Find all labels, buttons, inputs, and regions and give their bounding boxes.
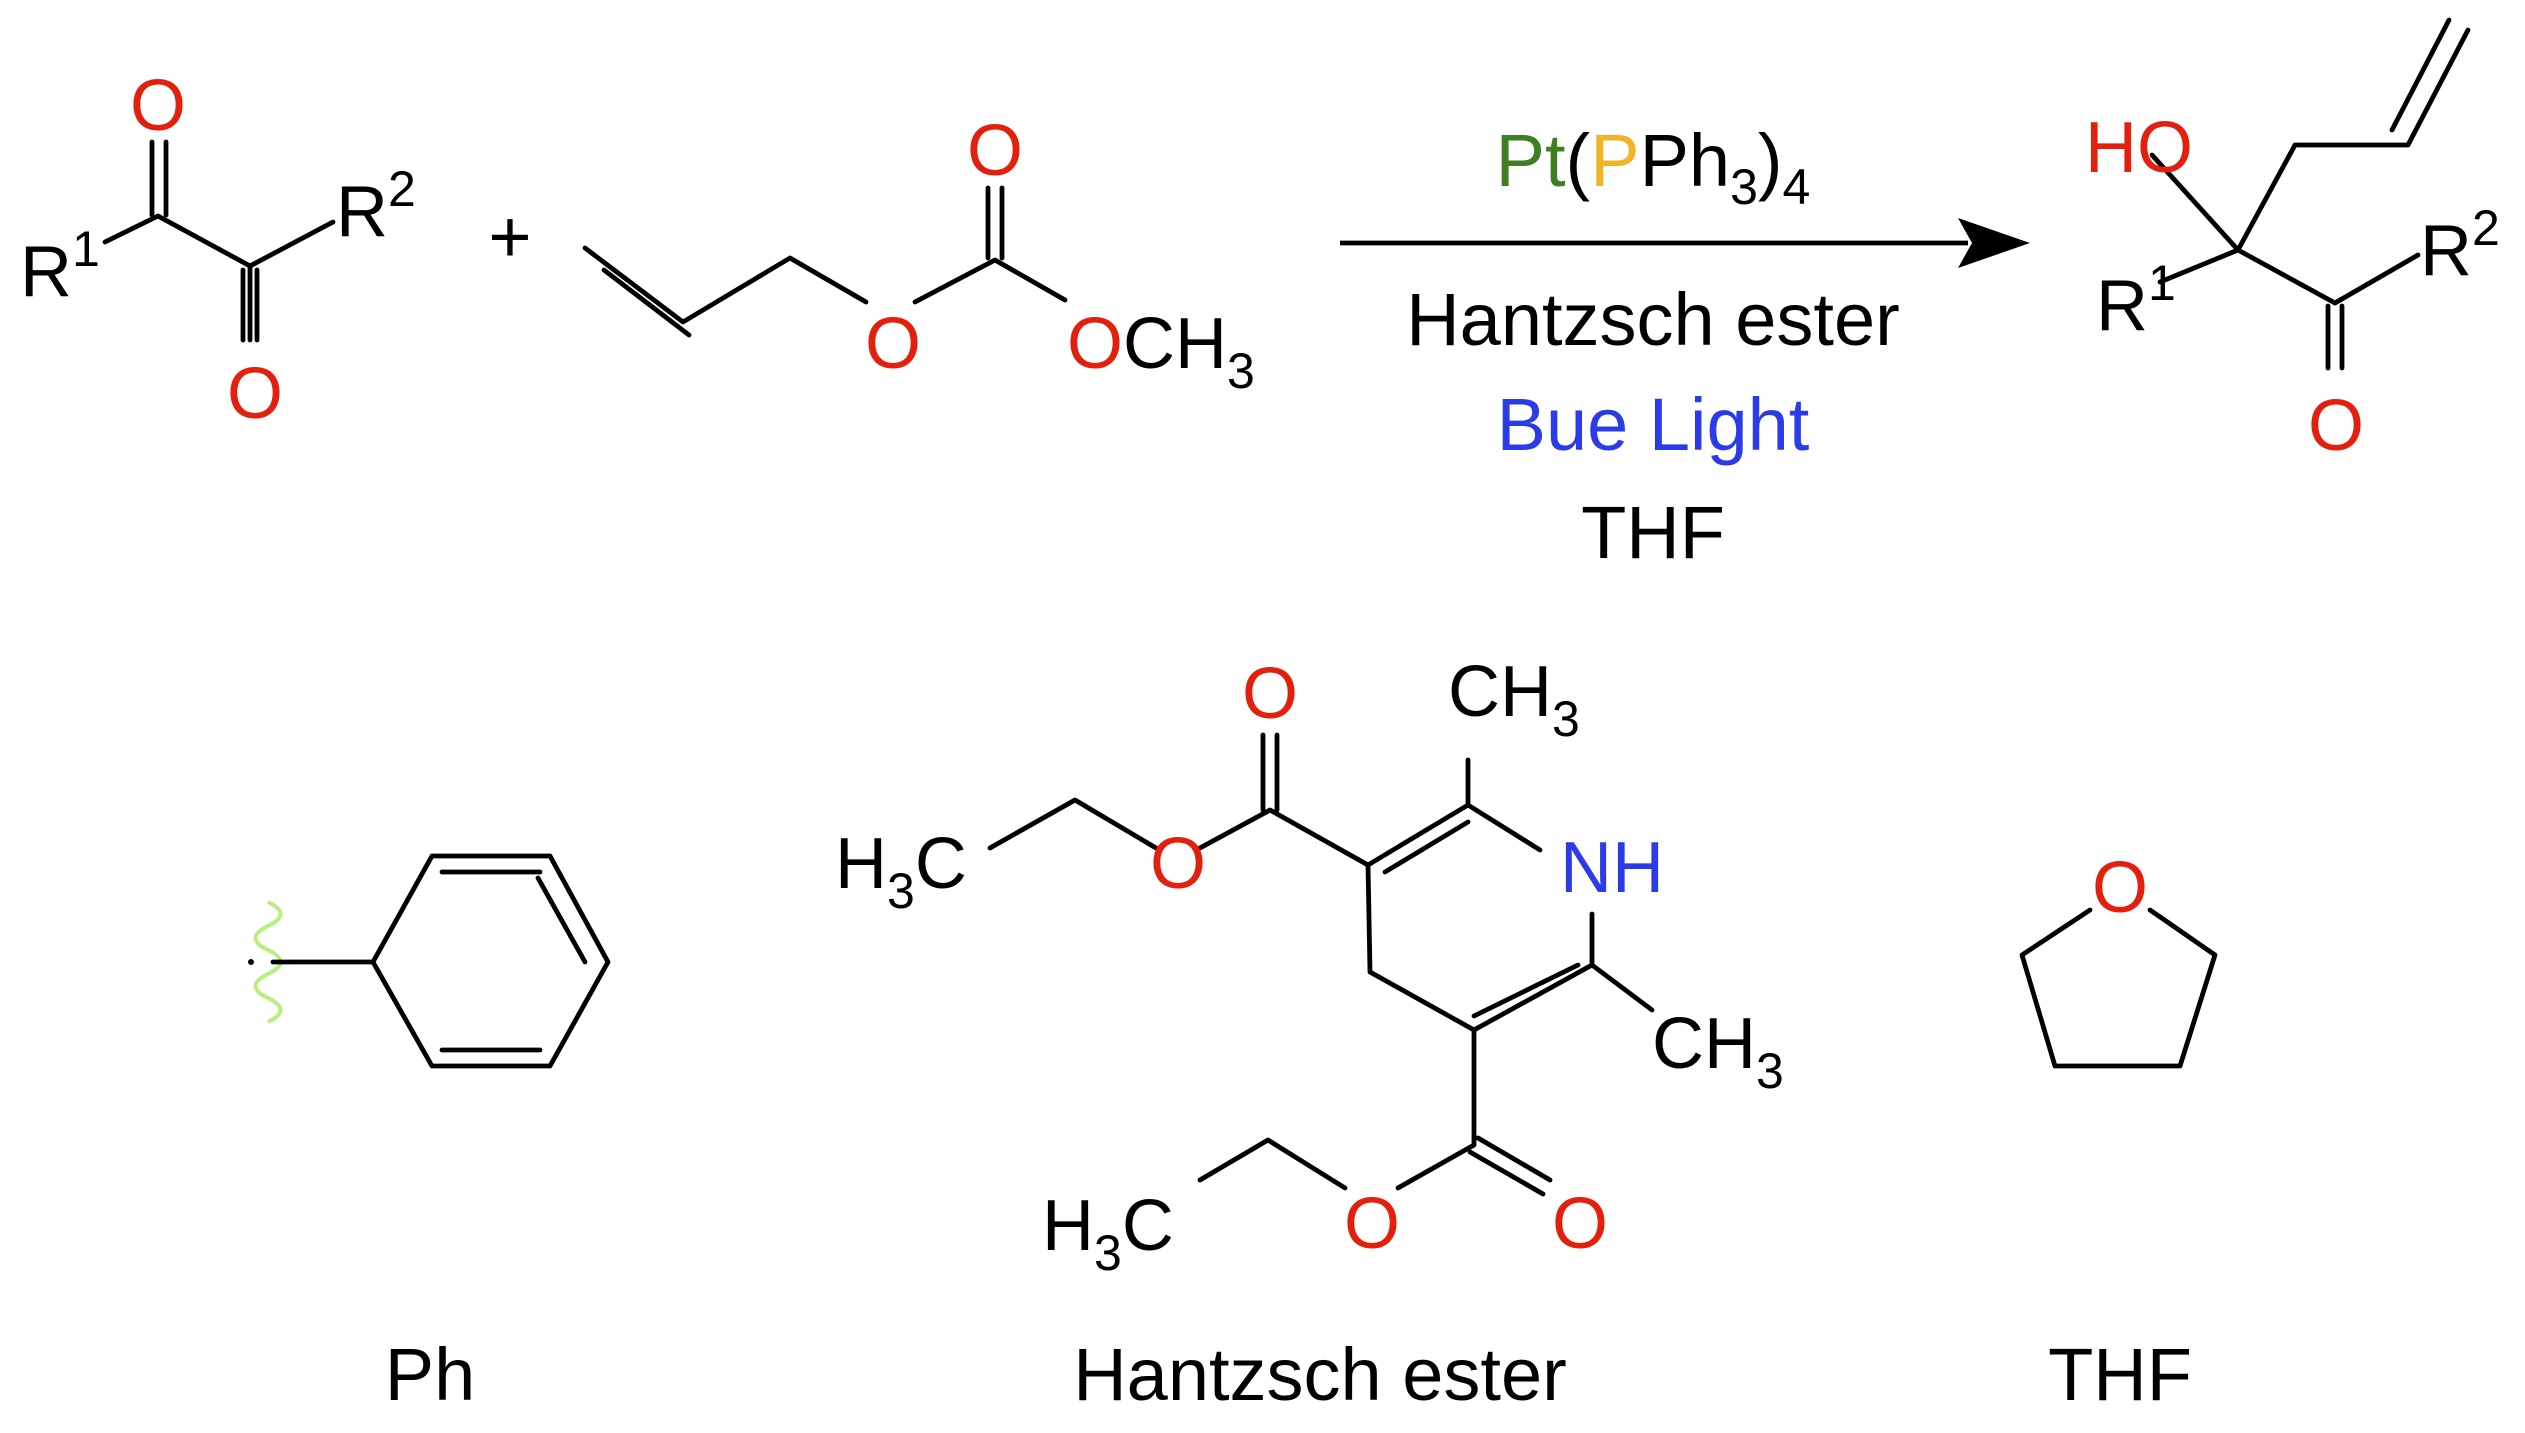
reaction-arrow-group: Pt(PPh3)4 Hantzsch ester Bue Light THF [1340,119,2030,574]
product-r2-group: R2 [2420,200,2500,291]
methoxy-group: OCH3 [1067,304,1255,399]
hantzsch-upper-carbonyl [1260,732,1280,813]
hantzsch-right-methyl: CH3 [1652,1004,1784,1099]
diketone-double-bonds [149,139,260,343]
ester-oxygen: O [865,304,921,384]
carbonyl-oxygen: O [967,111,1023,191]
phenyl-inner-double-bonds [439,869,588,1053]
carbonate-bonds [582,245,1068,325]
product-double-bonds [2325,17,2452,371]
product-carbonyl-oxygen: O [2308,386,2364,466]
arrow-head [1958,218,2030,268]
hantzsch-top-methyl: CH3 [1448,652,1580,747]
phenyl-ring [270,853,611,1069]
thf-structure: O [2019,848,2218,1069]
homoallylic-alcohol-product: HO O R1 R2 [2085,17,2500,466]
diketone-bonds [102,213,336,343]
product-r1-group: R1 [2096,255,2176,346]
r1-group: R1 [20,221,100,312]
caption-ph: Ph [385,1333,476,1416]
hantzsch-nh: NH [1560,828,1664,908]
plus-sign: + [488,195,531,278]
allyl-carbonate-reactant: O O OCH3 [582,111,1255,399]
caption-hantzsch-ester: Hantzsch ester [1073,1333,1567,1416]
hantzsch-lower-ester-oxygen: O [1344,1184,1400,1264]
hantzsch-lower-ester-bonds [1197,1027,1477,1191]
hydroxyl-group: HO [2085,108,2193,188]
hantzsch-ring-double-bonds [1382,819,1581,1019]
hantzsch-lower-carbonyl-oxygen: O [1552,1184,1608,1264]
caption-thf: THF [2048,1333,2192,1416]
product-bonds [2149,27,2471,306]
hantzsch-lower-carbonyl [1467,1135,1553,1197]
hantzsch-ring-bonds [1365,802,1595,1033]
carbonate-double-bonds [601,185,1005,338]
hantzsch-methyl-bonds [1465,757,1655,1013]
diketone-oxygen-bottom: O [227,354,283,434]
thf-ring [2019,907,2218,1069]
solvent-condition: THF [1581,491,1725,574]
hantzsch-upper-ester-bonds [987,797,1371,868]
r2-group: R2 [336,161,416,252]
hantzsch-upper-carbonyl-oxygen: O [1242,654,1298,734]
diketone-oxygen-top: O [130,66,186,146]
light-condition: Bue Light [1497,383,1810,466]
thf-oxygen: O [2092,848,2148,928]
diketone-reactant: O O R1 R2 [20,66,416,434]
hantzsch-upper-ethyl: H3C [835,824,967,919]
attachment-dot [248,959,254,965]
hantzsch-lower-ethyl: H3C [1042,1186,1174,1281]
phenyl-structure [248,853,611,1069]
hantzsch-upper-ester-oxygen: O [1150,824,1206,904]
reagent-hantzsch-ester: Hantzsch ester [1406,278,1900,361]
hantzsch-ester-structure: O O O O NH CH3 CH3 H3C H3C [835,652,1784,1281]
catalyst-label: Pt(PPh3)4 [1496,119,1811,215]
